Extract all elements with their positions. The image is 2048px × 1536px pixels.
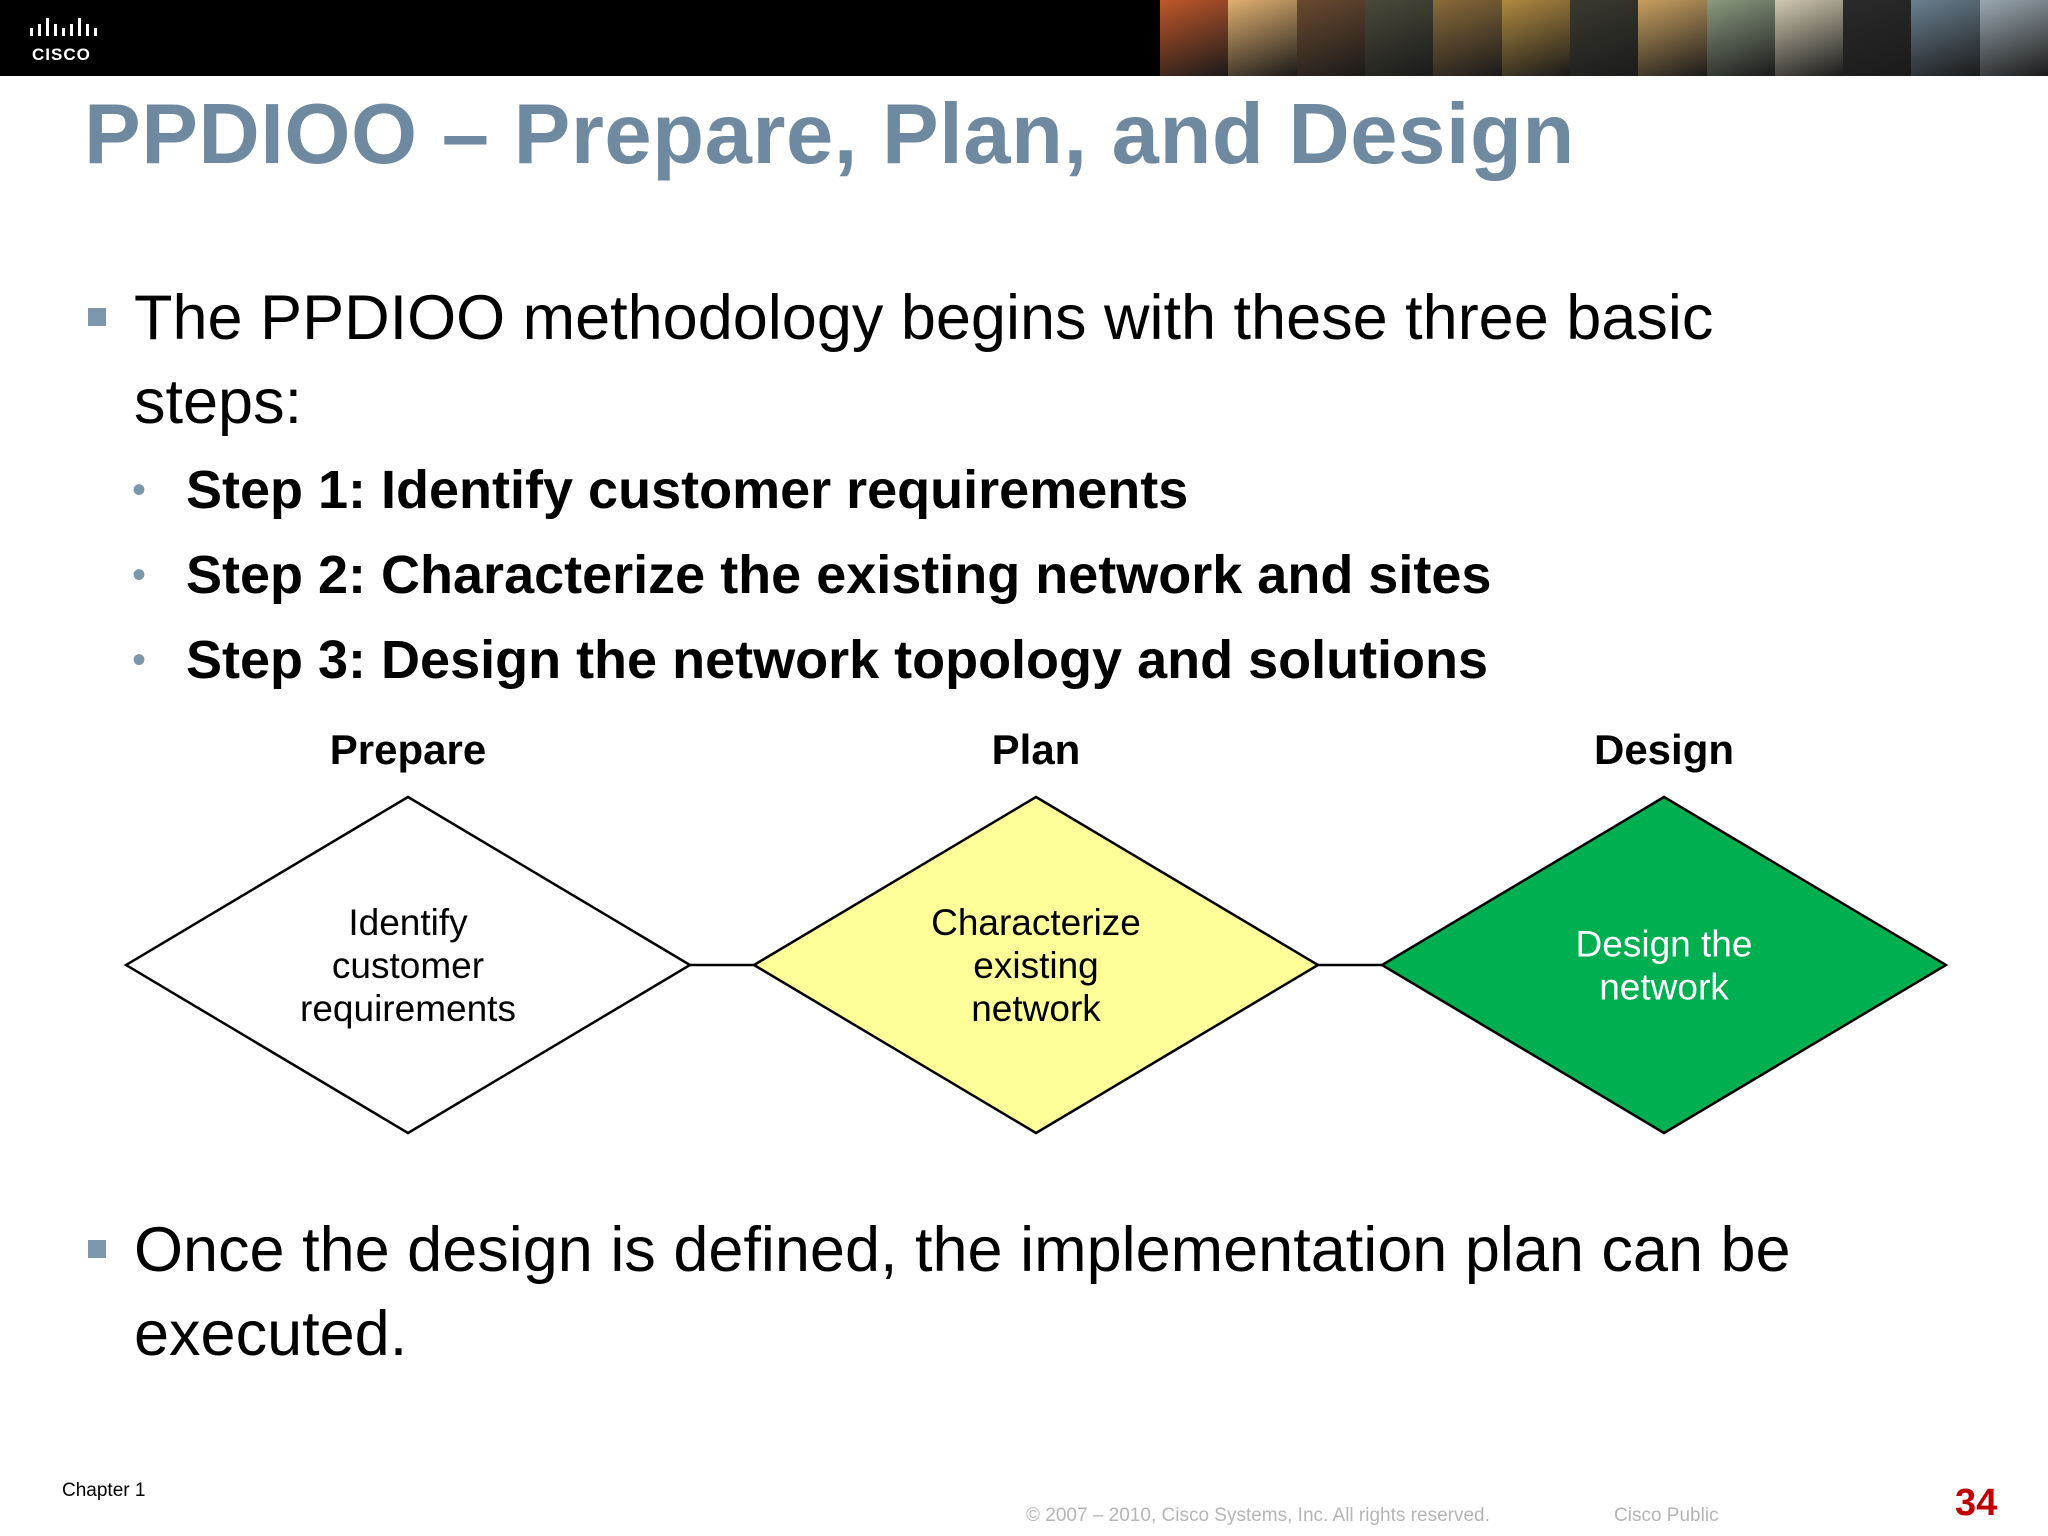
phase-label-line: existing xyxy=(973,945,1098,986)
header-photo xyxy=(1911,0,1980,76)
phase-diamond xyxy=(751,795,1321,1135)
phase-header: Plan xyxy=(992,726,1081,773)
phase-label-line: network xyxy=(971,988,1101,1029)
phase-header: Prepare xyxy=(330,726,486,773)
header-photo xyxy=(1843,0,1912,76)
header-photo xyxy=(1569,0,1639,76)
header-photo xyxy=(1228,0,1297,76)
slide-title: PPDIOO – Prepare, Plan, and Design xyxy=(84,87,1575,182)
footer-copyright: © 2007 – 2010, Cisco Systems, Inc. All r… xyxy=(1026,1505,1490,1526)
footer-classification: Cisco Public xyxy=(1614,1505,1719,1526)
cisco-logo: CISCO xyxy=(30,18,97,64)
phase-label-line: Design the xyxy=(1576,924,1753,965)
phase-diamond xyxy=(1379,795,1949,1135)
ppdioo-diagram: PrepareIdentifycustomerrequirementsPlanC… xyxy=(123,726,1949,1135)
top-banner: CISCO xyxy=(0,0,2048,76)
step-bullet-dot-icon: • xyxy=(132,553,147,597)
header-photo xyxy=(1979,0,2048,76)
header-photo xyxy=(1774,0,1844,76)
header-photo xyxy=(1433,0,1502,76)
step-2: Step 2: Characterize the existing networ… xyxy=(186,545,1492,605)
diagram-phases: PrepareIdentifycustomerrequirementsPlanC… xyxy=(123,726,1949,1135)
phase-header: Design xyxy=(1594,726,1734,773)
phase-label-line: Identify xyxy=(348,902,468,943)
header-photo xyxy=(1296,0,1365,76)
step-bullet-dot-icon: • xyxy=(132,638,147,682)
bullet-2-text: Once the design is defined, the implemen… xyxy=(134,1215,1791,1369)
step-3: Step 3: Design the network topology and … xyxy=(186,630,1489,690)
header-photo xyxy=(1706,0,1775,76)
bullet-square-icon xyxy=(88,1240,106,1258)
phase-diamond xyxy=(123,795,693,1135)
header-photo xyxy=(1364,0,1434,76)
phase-label-line: Characterize xyxy=(931,902,1141,943)
phase-label-line: requirements xyxy=(300,988,516,1029)
step-1: Step 1: Identify customer requirements xyxy=(186,460,1189,520)
phase-label-line: customer xyxy=(332,945,484,986)
bullet-square-icon xyxy=(88,308,106,326)
svg-text:CISCO: CISCO xyxy=(32,45,91,64)
phase-label-line: network xyxy=(1599,967,1729,1008)
step-bullet-dot-icon: • xyxy=(132,468,147,512)
page-number: 34 xyxy=(1955,1482,1998,1524)
header-photo xyxy=(1501,0,1570,76)
bullet-1-text: The PPDIOO methodology begins with these… xyxy=(134,283,1714,437)
footer-chapter: Chapter 1 xyxy=(62,1480,146,1501)
header-photo xyxy=(1160,0,1229,76)
header-photo-strip xyxy=(1160,0,2048,76)
header-photo xyxy=(1638,0,1707,76)
